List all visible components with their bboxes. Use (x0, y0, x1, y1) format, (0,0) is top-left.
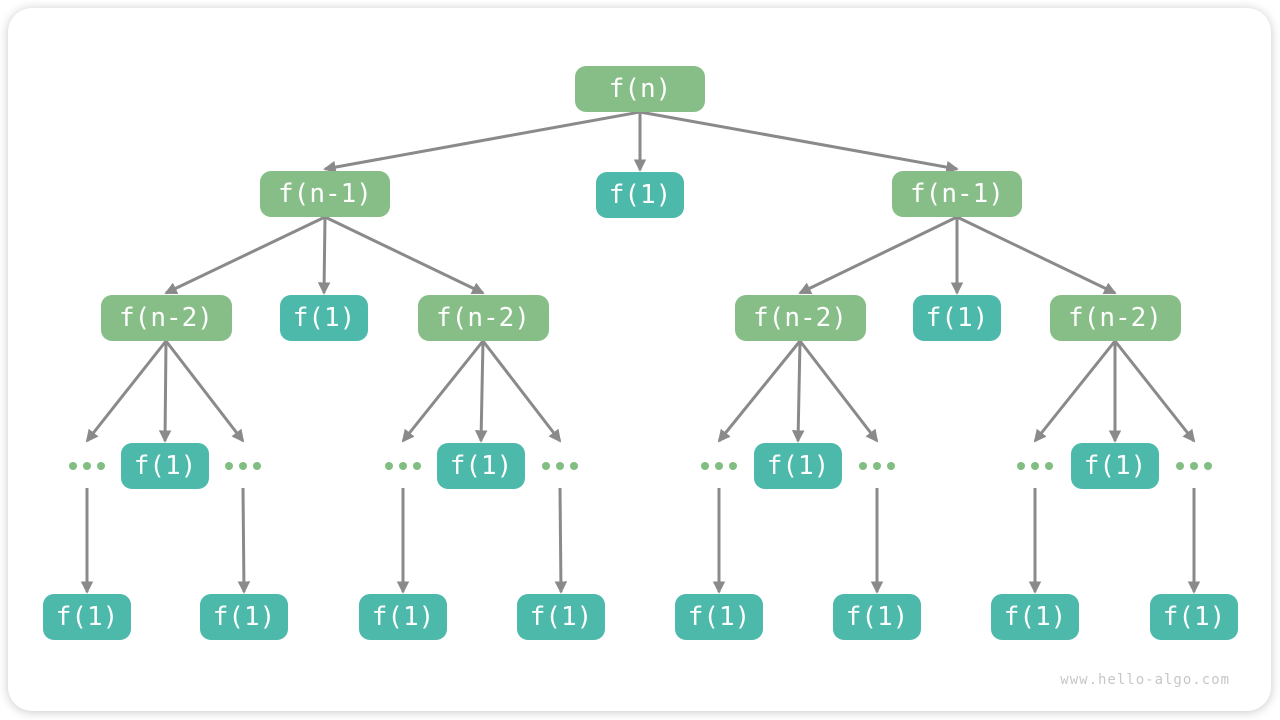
ellipsis-dot (715, 462, 723, 470)
tree-node-f-1: f(1) (43, 594, 131, 640)
tree-node-f-1: f(1) (675, 594, 763, 640)
ellipsis-dot (413, 462, 421, 470)
tree-node-f-n-2: f(n-2) (1049, 295, 1181, 341)
ellipsis-dot (239, 462, 247, 470)
tree-node-f-n-1: f(n-1) (892, 171, 1022, 217)
ellipsis-node (1017, 462, 1053, 470)
ellipsis-dot (1204, 462, 1212, 470)
ellipsis-dot (542, 462, 550, 470)
ellipsis-dot (97, 462, 105, 470)
ellipsis-node (859, 462, 895, 470)
tree-node-f-1: f(1) (280, 295, 368, 341)
tree-node-f-n-2: f(n-2) (100, 295, 232, 341)
tree-node-f-1: f(1) (596, 172, 684, 218)
ellipsis-dot (701, 462, 709, 470)
ellipsis-node (701, 462, 737, 470)
ellipsis-node (542, 462, 578, 470)
tree-node-f-n-1: f(n-1) (260, 171, 390, 217)
tree-node-f-1: f(1) (913, 295, 1001, 341)
ellipsis-dot (729, 462, 737, 470)
ellipsis-dot (1176, 462, 1184, 470)
ellipsis-dot (399, 462, 407, 470)
tree-node-f-n-2: f(n-2) (734, 295, 866, 341)
tree-node-f-n-2: f(n-2) (417, 295, 549, 341)
ellipsis-dot (570, 462, 578, 470)
ellipsis-node (69, 462, 105, 470)
ellipsis-dot (1045, 462, 1053, 470)
tree-node-f-1: f(1) (359, 594, 447, 640)
ellipsis-dot (1190, 462, 1198, 470)
ellipsis-dot (225, 462, 233, 470)
tree-node-f-1: f(1) (121, 443, 209, 489)
ellipsis-dot (859, 462, 867, 470)
ellipsis-dot (887, 462, 895, 470)
ellipsis-dot (253, 462, 261, 470)
ellipsis-node (1176, 462, 1212, 470)
tree-node-f-1: f(1) (991, 594, 1079, 640)
tree-node-f-1: f(1) (1071, 443, 1159, 489)
tree-node-f-1: f(1) (833, 594, 921, 640)
tree-node-f-1: f(1) (754, 443, 842, 489)
tree-node-f-1: f(1) (200, 594, 288, 640)
ellipsis-dot (69, 462, 77, 470)
ellipsis-dot (556, 462, 564, 470)
watermark: www.hello-algo.com (1060, 672, 1230, 688)
ellipsis-node (385, 462, 421, 470)
ellipsis-dot (873, 462, 881, 470)
tree-node-f-1: f(1) (517, 594, 605, 640)
ellipsis-dot (1031, 462, 1039, 470)
tree-node-f-n: f(n) (575, 66, 705, 112)
ellipsis-dot (1017, 462, 1025, 470)
ellipsis-dot (385, 462, 393, 470)
tree-node-f-1: f(1) (1150, 594, 1238, 640)
ellipsis-node (225, 462, 261, 470)
ellipsis-dot (83, 462, 91, 470)
tree-node-f-1: f(1) (437, 443, 525, 489)
